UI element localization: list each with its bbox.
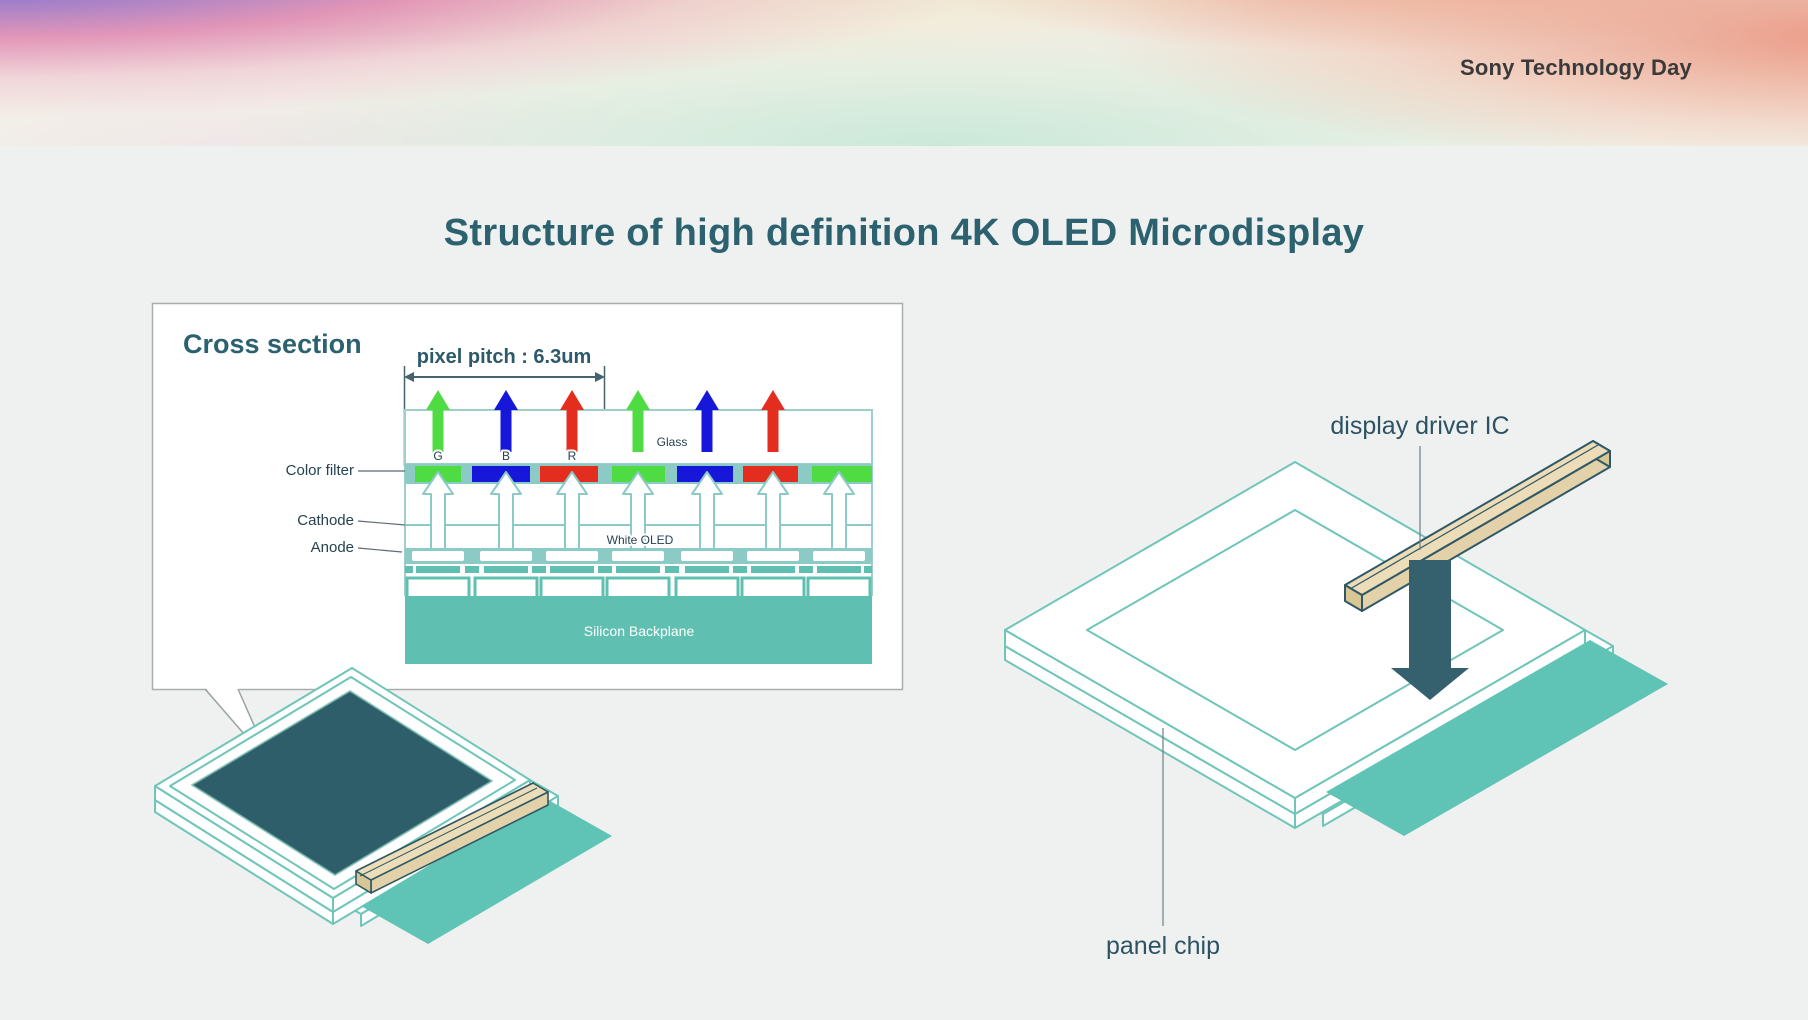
subpixel-g-label: G: [433, 449, 442, 463]
anode-layer: [405, 548, 872, 564]
subpixel-r-label: R: [568, 449, 577, 463]
cross-section-panel: Cross section pixel pitch : 6.3um Glass: [151, 302, 904, 691]
header-gradient-band: [0, 0, 1808, 146]
pixel-pitch-label: pixel pitch : 6.3um: [417, 346, 591, 368]
page-title: Structure of high definition 4K OLED Mic…: [443, 212, 1365, 254]
subpixel-letters: G B R: [431, 447, 578, 465]
cathode-label: Cathode: [297, 512, 354, 529]
chip-flex-cable: [361, 798, 612, 944]
via-contact-layer: [405, 566, 872, 600]
white-oled-label: White OLED: [607, 533, 674, 547]
silicon-backplane-layer: Silicon Backplane: [405, 596, 872, 664]
glass-label: Glass: [657, 435, 688, 449]
assembly-labels: display driver IC panel chip: [1106, 412, 1510, 960]
chip-screen: [191, 690, 493, 876]
mount-down-arrow-icon: [1391, 560, 1469, 700]
cross-section-heading: Cross section: [183, 329, 362, 359]
white-oled-layer: White OLED: [405, 471, 872, 551]
chip-driver-ic-bar: [355, 782, 549, 894]
dimension-arrowhead-left-icon: [404, 372, 414, 382]
panel-flex-cable: [1326, 640, 1668, 836]
brand-text: Sony Technology Day: [1460, 55, 1692, 80]
dimension-arrowhead-right-icon: [595, 372, 605, 382]
subpixel-b-label: B: [502, 449, 510, 463]
layer-label-group: Color filter Cathode Anode: [286, 462, 354, 556]
driver-ic-label: display driver IC: [1330, 412, 1509, 440]
silicon-backplane-label: Silicon Backplane: [584, 623, 695, 639]
microdisplay-chip-illustration: [154, 667, 612, 944]
driver-ic-assembly-illustration: [1004, 440, 1668, 836]
layer-label-connectors: [357, 470, 406, 553]
chip-inner-rim: [169, 676, 516, 890]
color-filter-label: Color filter: [286, 462, 354, 479]
pixel-pitch-dimension: pixel pitch : 6.3um: [403, 346, 606, 466]
panel-chip-label: panel chip: [1106, 932, 1220, 960]
anode-label: Anode: [311, 539, 354, 556]
